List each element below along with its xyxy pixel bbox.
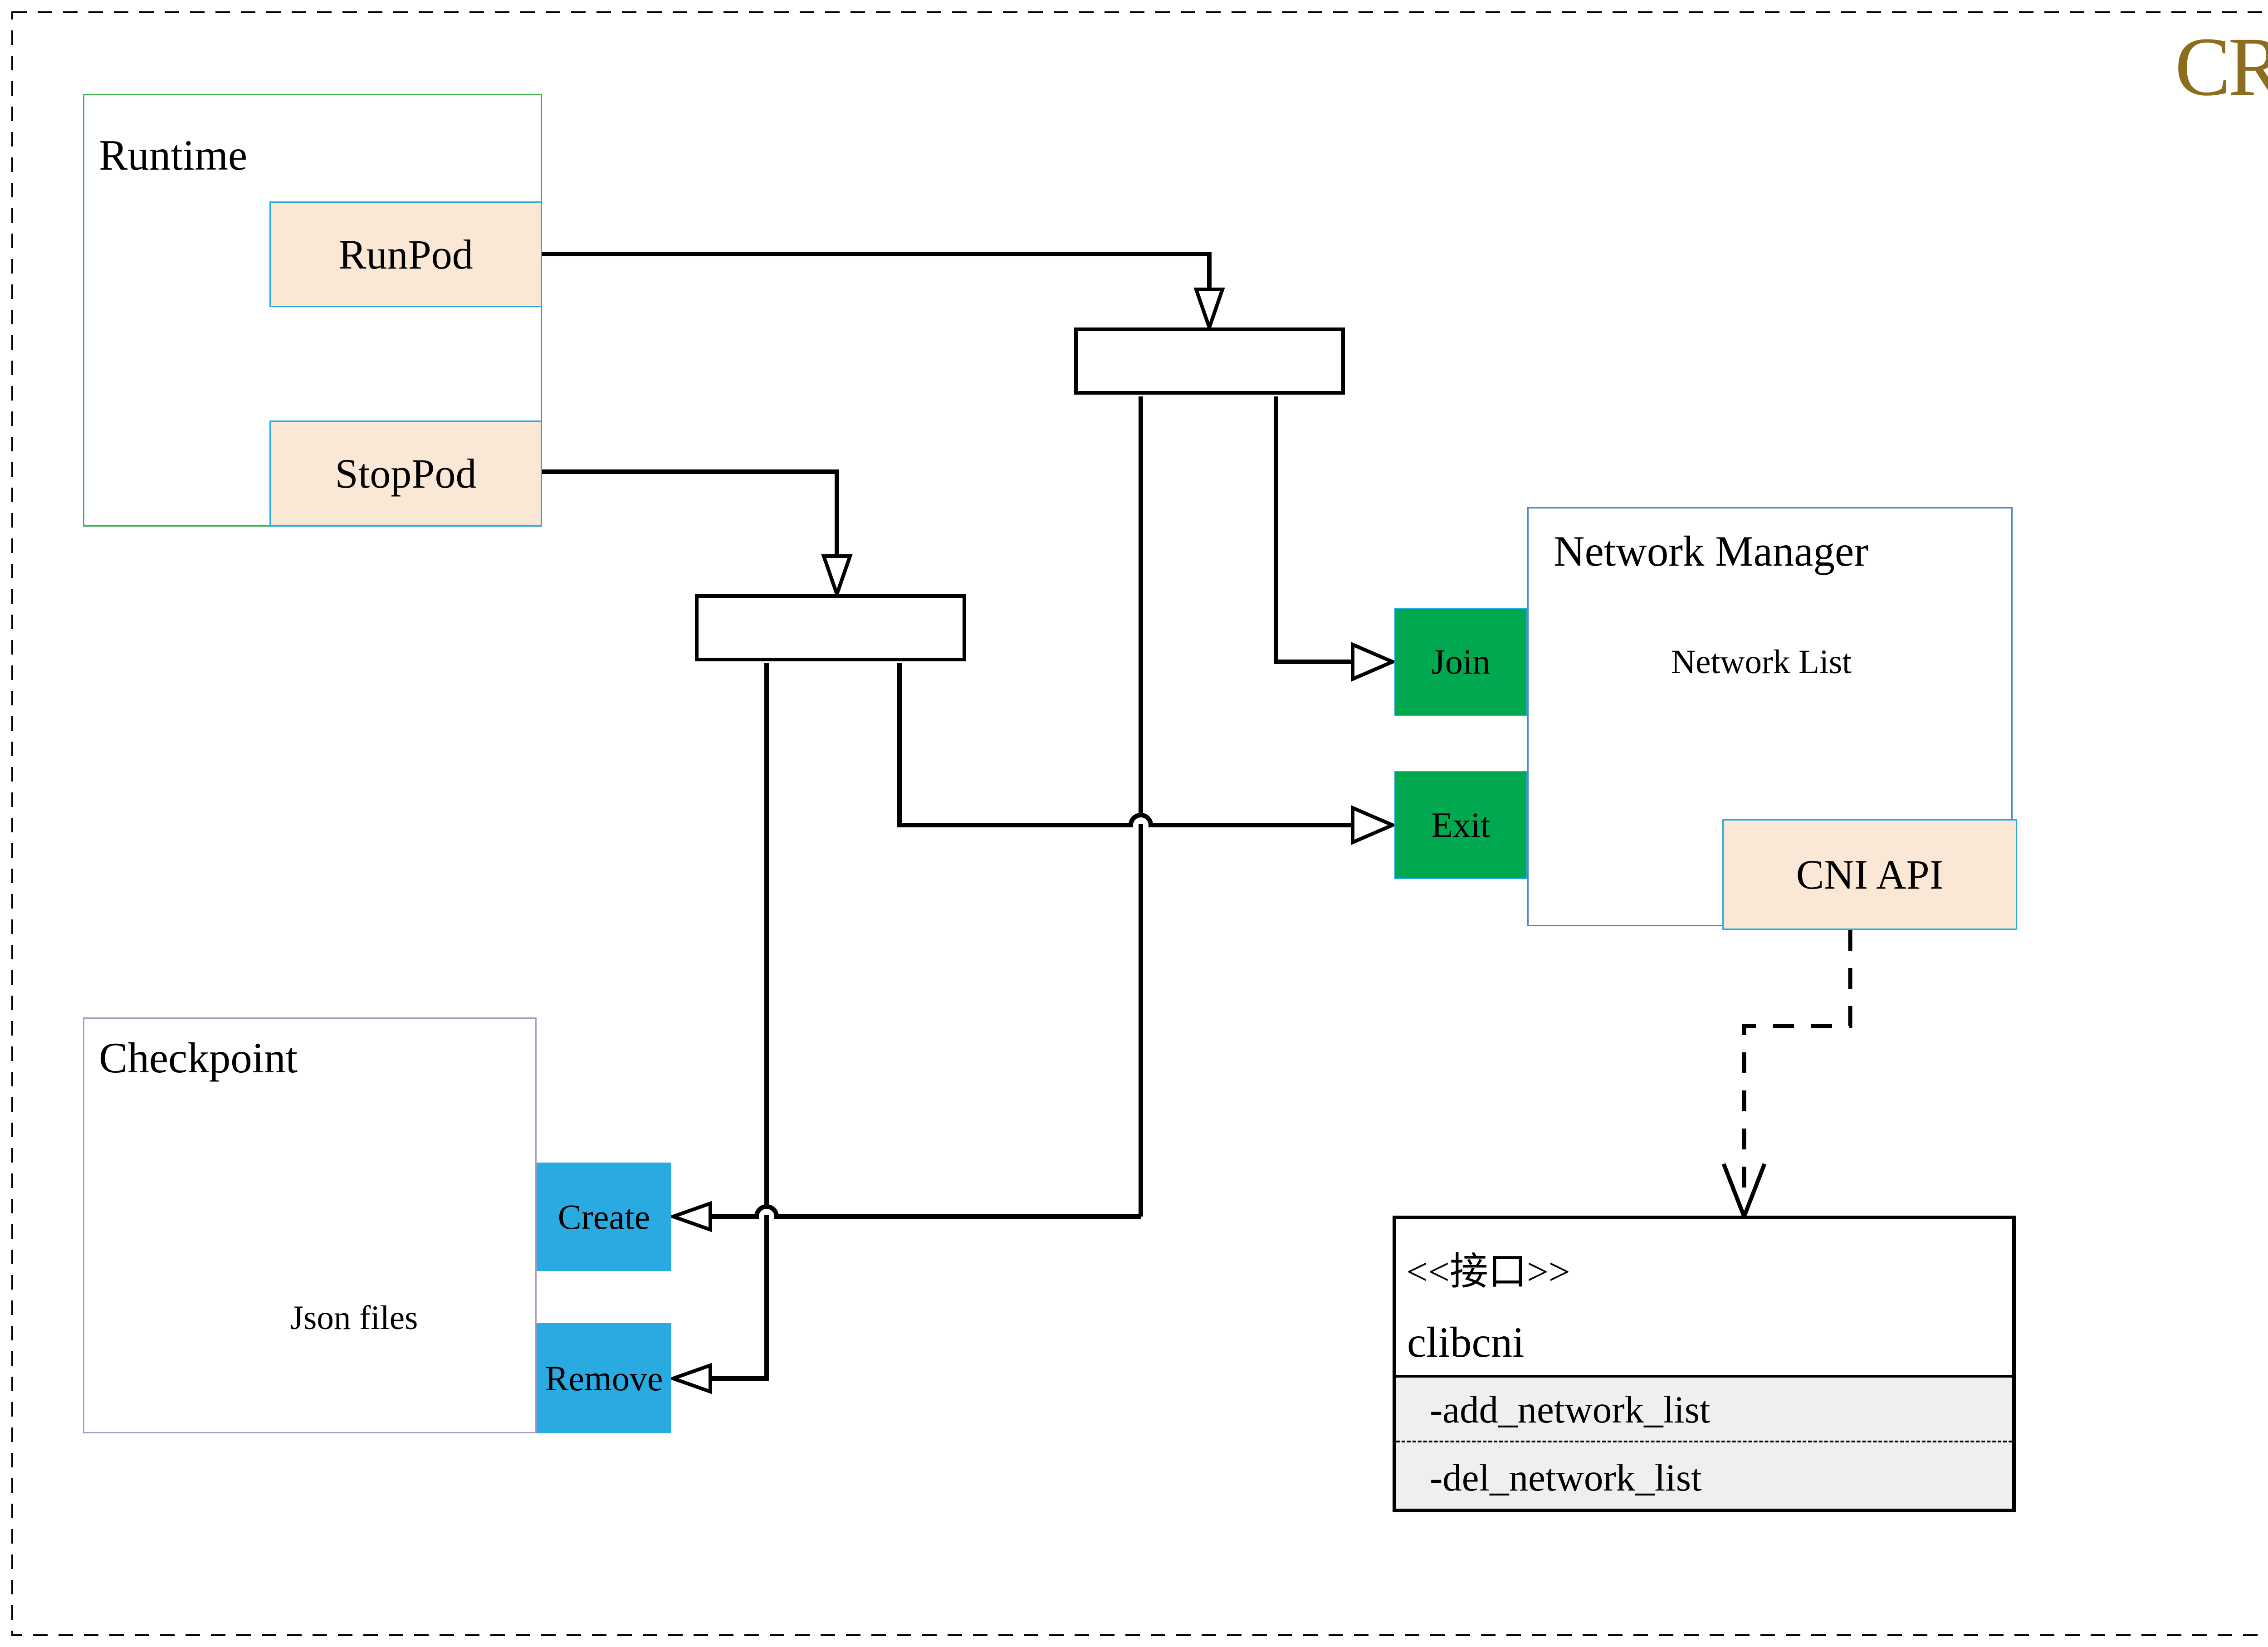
connector-process-b-to-remove	[711, 663, 769, 1381]
exit-label: Exit	[1431, 805, 1491, 845]
process-step-rect-stoppod	[695, 594, 966, 661]
remove-button[interactable]: Remove	[537, 1323, 671, 1433]
create-label: Create	[557, 1197, 650, 1236]
connector-cniapi-to-clibcni-dashed	[1742, 930, 1853, 1197]
connector-to-create-horizontal	[711, 1204, 1141, 1219]
cni-api-button[interactable]: CNI API	[1722, 819, 2017, 930]
arrowhead-right-join-icon	[1351, 641, 1398, 682]
create-button[interactable]: Create	[537, 1163, 671, 1271]
clibcni-method-row	[1396, 1378, 2012, 1442]
stoppod-button[interactable]: StopPod	[269, 420, 542, 527]
connector-stoppod-to-process-b	[542, 469, 839, 555]
arrowhead-right-exit-icon	[1351, 805, 1398, 845]
runtime-label: Runtime	[99, 131, 248, 179]
network-manager-label: Network Manager	[1554, 527, 1868, 575]
arrowhead-down-process-b-icon	[821, 554, 853, 600]
clibcni-method-add-label: -add_network_list	[1430, 1388, 1711, 1431]
connector-process-b-to-exit	[897, 663, 1352, 827]
network-list-label: Network List	[1671, 643, 1852, 681]
page-title: CRI	[2175, 20, 2268, 113]
page-dashed-border	[11, 11, 2268, 1636]
json-files-label: Json files	[290, 1299, 418, 1337]
join-label: Join	[1431, 642, 1491, 681]
connector-runpod-to-process-a	[542, 252, 1212, 288]
cni-api-label: CNI API	[1796, 851, 1944, 898]
arrowhead-left-remove-icon	[668, 1363, 712, 1394]
stoppod-label: StopPod	[335, 450, 477, 497]
clibcni-name-label: clibcni	[1407, 1318, 1525, 1366]
clibcni-methods-section	[1396, 1375, 2012, 1509]
clibcni-interface-box	[1393, 1216, 2016, 1512]
runpod-label: RunPod	[338, 231, 473, 278]
arrowhead-down-process-a-icon	[1193, 288, 1225, 333]
remove-label: Remove	[545, 1358, 663, 1398]
checkpoint-container	[83, 1017, 537, 1433]
join-button[interactable]: Join	[1394, 608, 1527, 716]
connector-process-a-to-join	[1274, 396, 1352, 664]
clibcni-method-del-label: -del_network_list	[1430, 1456, 1702, 1499]
checkpoint-label: Checkpoint	[99, 1034, 298, 1082]
exit-button[interactable]: Exit	[1394, 771, 1527, 879]
process-step-rect-runpod	[1074, 327, 1345, 395]
arrowhead-left-create-icon	[668, 1201, 712, 1232]
clibcni-stereotype-label: <<接口>>	[1406, 1251, 1570, 1293]
runpod-button[interactable]: RunPod	[269, 201, 542, 307]
